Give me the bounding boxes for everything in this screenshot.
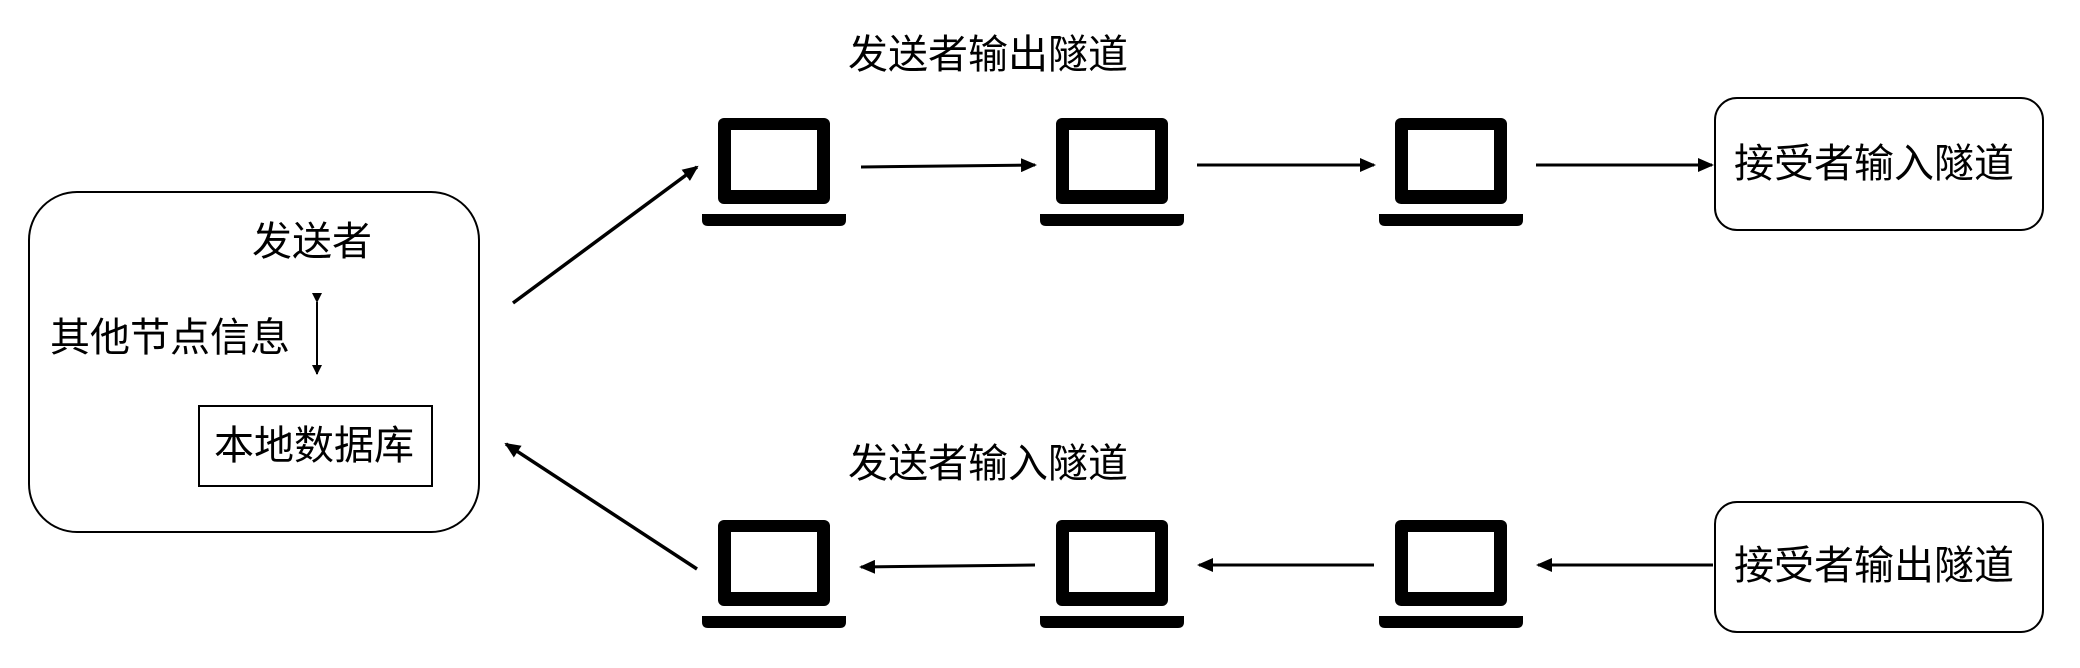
arrow-top-laptop-1-to-2	[860, 158, 1037, 173]
laptop-icon	[702, 520, 846, 628]
laptop-icon	[1379, 520, 1523, 628]
receiver-output-label: 接受者输出隧道	[1734, 543, 2014, 589]
laptop-icon	[1040, 118, 1184, 226]
sender-title: 发送者	[252, 219, 372, 265]
receiver-input-box	[1714, 97, 2044, 231]
arrow-bottom-laptop-1-to-sender	[504, 442, 698, 571]
laptop-icon	[1379, 118, 1523, 226]
arrow-bottom-laptop-2-to-1	[859, 559, 1036, 574]
laptop-icon	[702, 118, 846, 226]
local-db-label: 本地数据库	[214, 423, 414, 469]
top-tunnel-title: 发送者输出隧道	[848, 32, 1128, 78]
other-nodes-label: 其他节点信息	[50, 315, 290, 361]
arrow-sender-to-top-laptop-1	[511, 165, 699, 305]
laptop-icon	[1040, 520, 1184, 628]
bottom-tunnel-title: 发送者输入隧道	[848, 441, 1128, 487]
receiver-input-label: 接受者输入隧道	[1734, 141, 2014, 187]
sender-box	[28, 191, 480, 533]
receiver-output-box	[1714, 501, 2044, 633]
local-db-box	[198, 405, 433, 487]
